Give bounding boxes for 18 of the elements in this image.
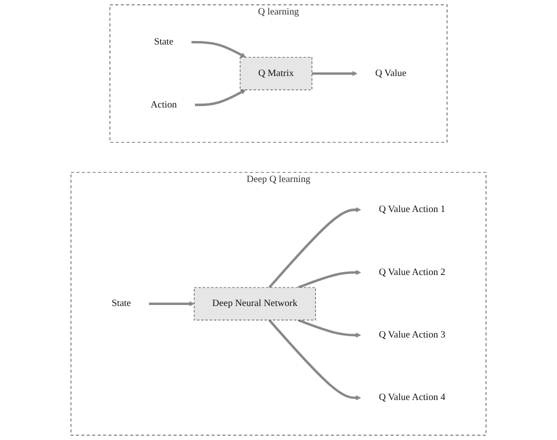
node-box: Q Matrix xyxy=(240,56,312,90)
node-text: Q Value Action 2 xyxy=(378,267,446,278)
arrow xyxy=(312,70,358,76)
node-text: Q Value xyxy=(375,68,406,78)
node-text: Q Value Action 3 xyxy=(378,330,446,340)
arrow xyxy=(149,301,194,306)
arrow xyxy=(191,40,246,58)
node-text: Q Value Action 1 xyxy=(378,204,446,215)
node-text: State xyxy=(154,36,174,48)
arrow xyxy=(194,90,246,106)
arrow xyxy=(268,319,361,400)
node-text: Action xyxy=(150,99,177,110)
node-box: Deep Neural Network xyxy=(194,287,316,320)
arrow xyxy=(298,270,361,289)
arrow xyxy=(298,318,361,338)
node-text: State xyxy=(112,298,131,309)
node-text: Q Value Action 4 xyxy=(378,392,446,403)
arrow xyxy=(268,207,361,288)
